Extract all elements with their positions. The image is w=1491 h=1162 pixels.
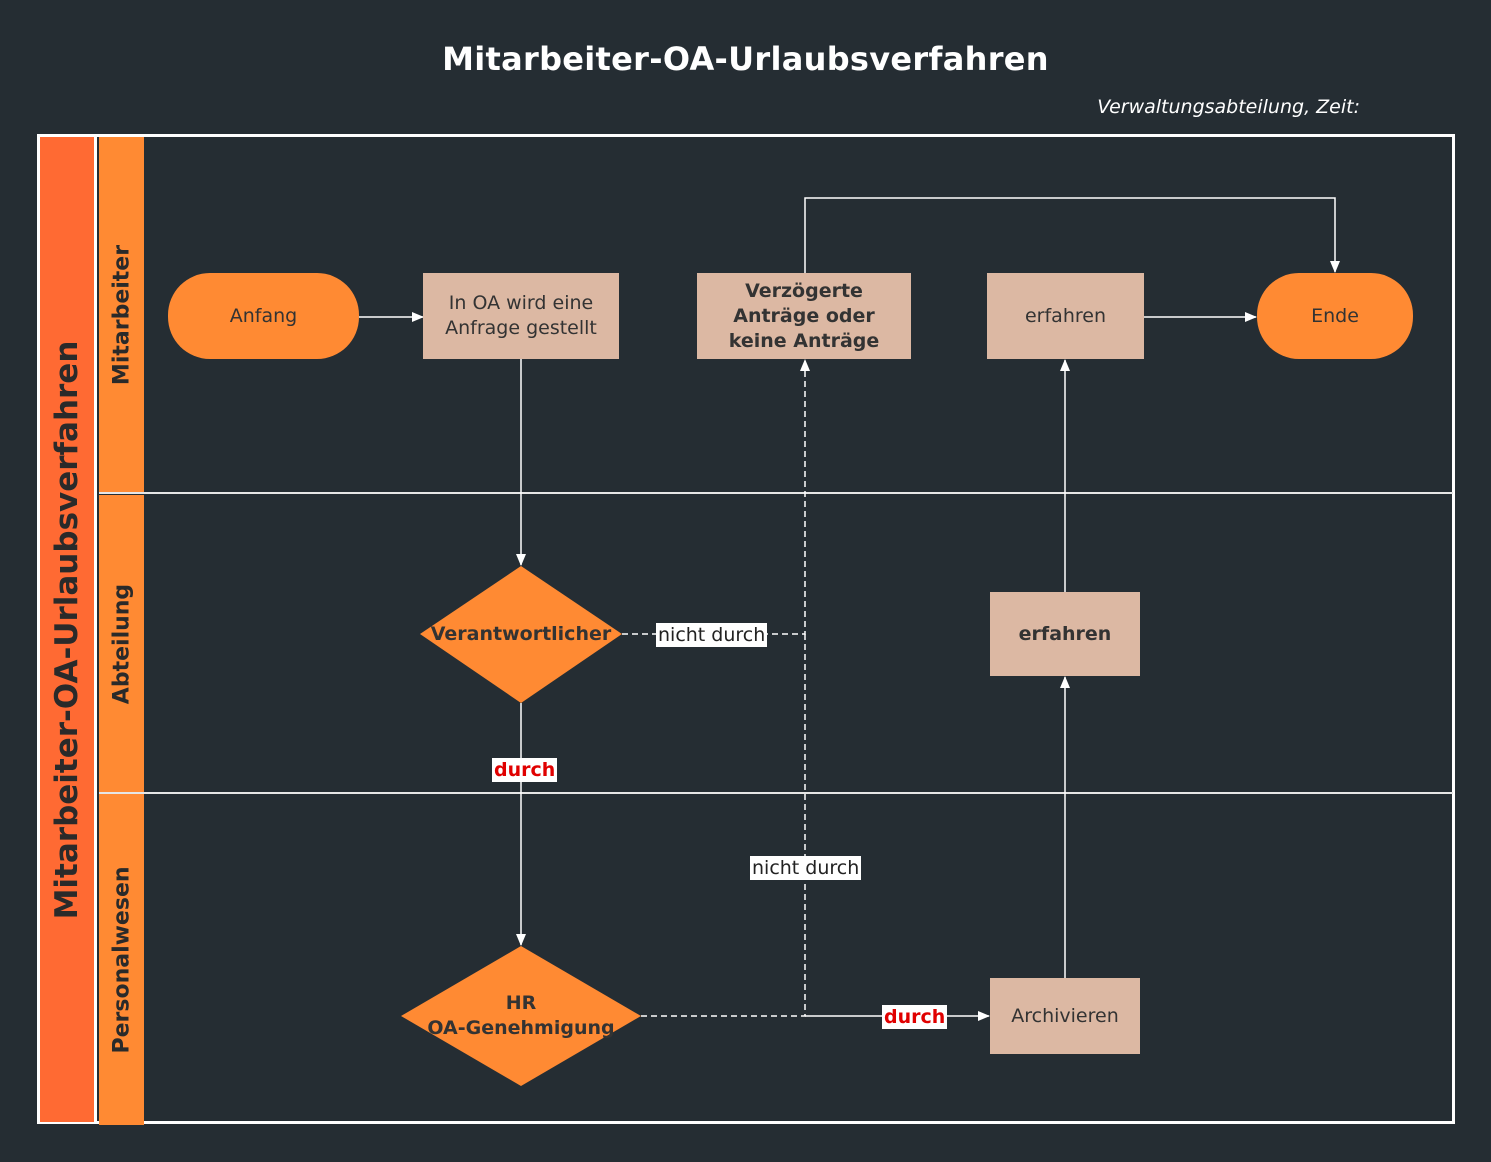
diagram-subtitle: Verwaltungsabteilung, Zeit: bbox=[1097, 96, 1360, 118]
label-hr-approved: durch bbox=[882, 1005, 948, 1029]
edge-hr-rejected bbox=[641, 634, 806, 1017]
start-node: Anfang bbox=[168, 273, 359, 359]
decision-hr-label-line2: OA-Genehmigung bbox=[427, 1017, 615, 1039]
request-node-label: In OA wird eine Anfrage gestellt bbox=[445, 292, 597, 339]
decision-responsible: Verantwortlicher bbox=[420, 566, 622, 703]
label-hr-rejected: nicht durch bbox=[750, 856, 862, 880]
learn-department-node: erfahren bbox=[990, 592, 1140, 676]
edge-delayed-to-end bbox=[804, 197, 1340, 273]
diagram-title: Mitarbeiter-OA-Urlaubsverfahren bbox=[442, 40, 1049, 78]
pool-header: Mitarbeiter-OA-Urlaubsverfahren bbox=[40, 137, 97, 1122]
decision-hr: HR OA-Genehmigung bbox=[401, 946, 641, 1086]
learn-employee-label: erfahren bbox=[1024, 304, 1106, 327]
lane-header-hr: Personalwesen bbox=[99, 794, 144, 1125]
label-responsible-rejected: nicht durch bbox=[656, 623, 768, 647]
end-node: Ende bbox=[1257, 273, 1413, 359]
label-responsible-approved: durch bbox=[492, 758, 558, 782]
lane-header-employee: Mitarbeiter bbox=[99, 137, 144, 493]
delayed-requests-label: Verzögerte Anträge oder keine Anträge bbox=[728, 279, 880, 352]
request-node: In OA wird eine Anfrage gestellt bbox=[423, 273, 619, 359]
lane-header-department: Abteilung bbox=[99, 495, 144, 792]
delayed-requests-node: Verzögerte Anträge oder keine Anträge bbox=[697, 273, 911, 359]
decision-hr-label-line1: HR bbox=[505, 992, 537, 1014]
learn-employee-node: erfahren bbox=[987, 273, 1144, 359]
edge-responsible-rejected bbox=[622, 359, 810, 635]
archive-node-label: Archivieren bbox=[1011, 1004, 1119, 1027]
decision-responsible-label: Verantwortlicher bbox=[430, 623, 612, 645]
archive-node: Archivieren bbox=[990, 978, 1140, 1054]
swimlane-frame bbox=[37, 134, 1455, 1124]
decision-responsible-shape bbox=[420, 566, 622, 703]
lane-divider-1 bbox=[99, 492, 1453, 494]
decision-hr-shape bbox=[401, 946, 641, 1086]
learn-department-label: erfahren bbox=[1018, 622, 1112, 645]
lane-divider-2 bbox=[99, 792, 1453, 794]
end-node-label: Ende bbox=[1311, 304, 1359, 327]
start-node-label: Anfang bbox=[229, 304, 298, 327]
